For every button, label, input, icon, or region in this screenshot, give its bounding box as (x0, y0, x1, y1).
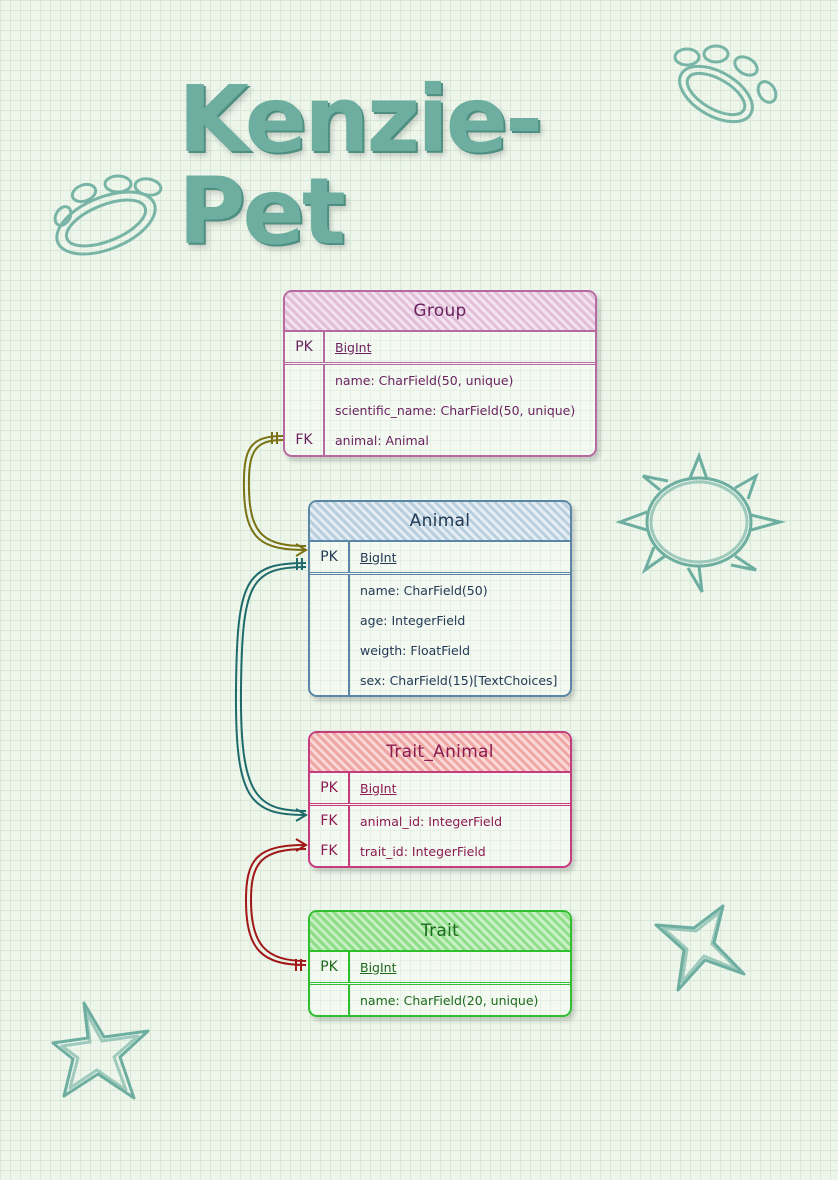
field-label: trait_id: IntegerField (360, 843, 486, 859)
key-label: FK (285, 425, 325, 455)
paw-print-icon (53, 174, 163, 256)
entity-title: Trait (310, 912, 570, 952)
key-label (310, 605, 350, 635)
key-label (310, 665, 350, 695)
key-label: PK (310, 773, 350, 803)
entity-title: Group (285, 292, 595, 332)
key-label (310, 985, 350, 1015)
field-label: sex: CharField(15)[TextChoices] (360, 672, 558, 688)
entity-row: scientific_name: CharField(50, unique) (285, 395, 595, 425)
field-label: name: CharField(50, unique) (335, 372, 514, 388)
paw-print-icon (673, 44, 778, 124)
key-label: PK (310, 952, 350, 982)
entity-row: FK animal: Animal (285, 425, 595, 455)
entity-row: sex: CharField(15)[TextChoices] (310, 665, 570, 695)
entity-row: PK BigInt (285, 332, 595, 365)
field-label: BigInt (360, 959, 397, 975)
entity-row: FK animal_id: IntegerField (310, 806, 570, 836)
star-icon (654, 904, 746, 992)
field-label: scientific_name: CharField(50, unique) (335, 402, 576, 418)
entity-row: PK BigInt (310, 542, 570, 575)
entity-row: PK BigInt (310, 952, 570, 985)
key-label: PK (310, 542, 350, 572)
key-label: FK (310, 806, 350, 836)
field-label: animal: Animal (335, 432, 429, 448)
relation-animal-trait-animal (234, 558, 308, 822)
entity-title: Trait_Animal (310, 733, 570, 773)
field-label: BigInt (360, 780, 397, 796)
entity-row: age: IntegerField (310, 605, 570, 635)
field-label: BigInt (360, 549, 397, 565)
key-label (310, 575, 350, 605)
entity-row: FK trait_id: IntegerField (310, 836, 570, 866)
entity-trait: Trait PK BigInt name: CharField(20, uniq… (308, 910, 572, 1017)
entity-title: Animal (310, 502, 570, 542)
key-label (285, 395, 325, 425)
field-label: animal_id: IntegerField (360, 813, 503, 829)
entity-row: PK BigInt (310, 773, 570, 806)
field-label: BigInt (335, 339, 372, 355)
key-label: PK (285, 332, 325, 362)
field-label: age: IntegerField (360, 612, 466, 628)
field-label: weigth: FloatField (360, 642, 471, 658)
key-label (285, 365, 325, 395)
entity-trait-animal: Trait_Animal PK BigInt FK animal_id: Int… (308, 731, 572, 868)
entity-group: Group PK BigInt name: CharField(50, uniq… (283, 290, 597, 457)
field-label: name: CharField(20, unique) (360, 992, 539, 1008)
sun-icon (615, 451, 786, 593)
key-label: FK (310, 836, 350, 866)
field-label: name: CharField(50) (360, 582, 488, 598)
entity-row: name: CharField(20, unique) (310, 985, 570, 1015)
relation-group-animal (242, 432, 308, 557)
page-title: Kenzie-Pet (178, 66, 543, 265)
relation-trait-trait-animal (244, 838, 308, 971)
entity-animal: Animal PK BigInt name: CharField(50) age… (308, 500, 572, 697)
entity-row: weigth: FloatField (310, 635, 570, 665)
entity-row: name: CharField(50, unique) (285, 365, 595, 395)
key-label (310, 635, 350, 665)
star-icon (51, 1001, 150, 1100)
entity-row: name: CharField(50) (310, 575, 570, 605)
